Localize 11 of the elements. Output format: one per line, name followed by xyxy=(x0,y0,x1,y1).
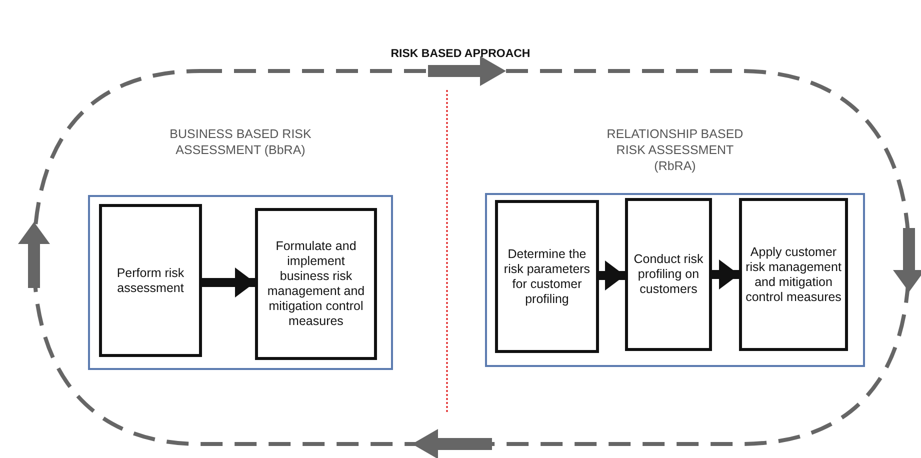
process-box: Formulate and implement business risk management and mitigation control measures xyxy=(255,208,377,360)
process-box: Conduct risk profiling on customers xyxy=(625,198,712,351)
process-box: Apply customer risk management and mitigation control measures xyxy=(739,198,848,351)
process-box: Perform risk assessment xyxy=(99,204,202,357)
group-heading: BUSINESS BASED RISK ASSESSMENT (BbRA) xyxy=(168,126,312,158)
process-box: Determine the risk parameters for customer profiling xyxy=(495,200,599,353)
arrow xyxy=(599,260,625,290)
group-heading: RELATIONSHIP BASED RISK ASSESSMENT (RbRA) xyxy=(606,126,744,174)
diagram-title: RISK BASED APPROACH xyxy=(390,48,532,60)
arrow xyxy=(712,260,739,290)
arrow xyxy=(202,268,255,298)
